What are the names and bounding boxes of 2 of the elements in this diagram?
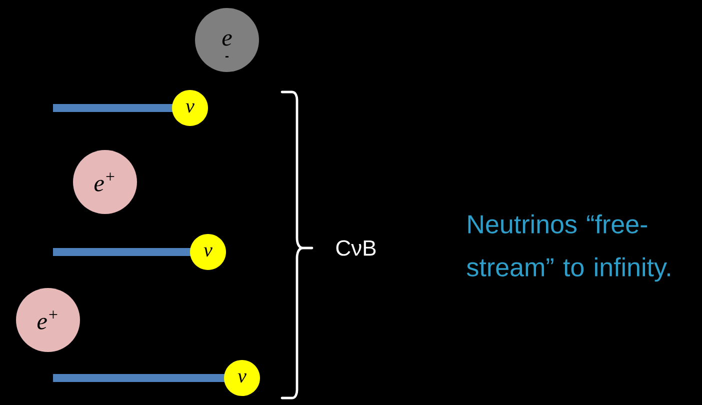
- brace-label: CνB: [336, 240, 376, 256]
- caption-text: Neutrinos “free-stream” to infinity.: [466, 214, 670, 282]
